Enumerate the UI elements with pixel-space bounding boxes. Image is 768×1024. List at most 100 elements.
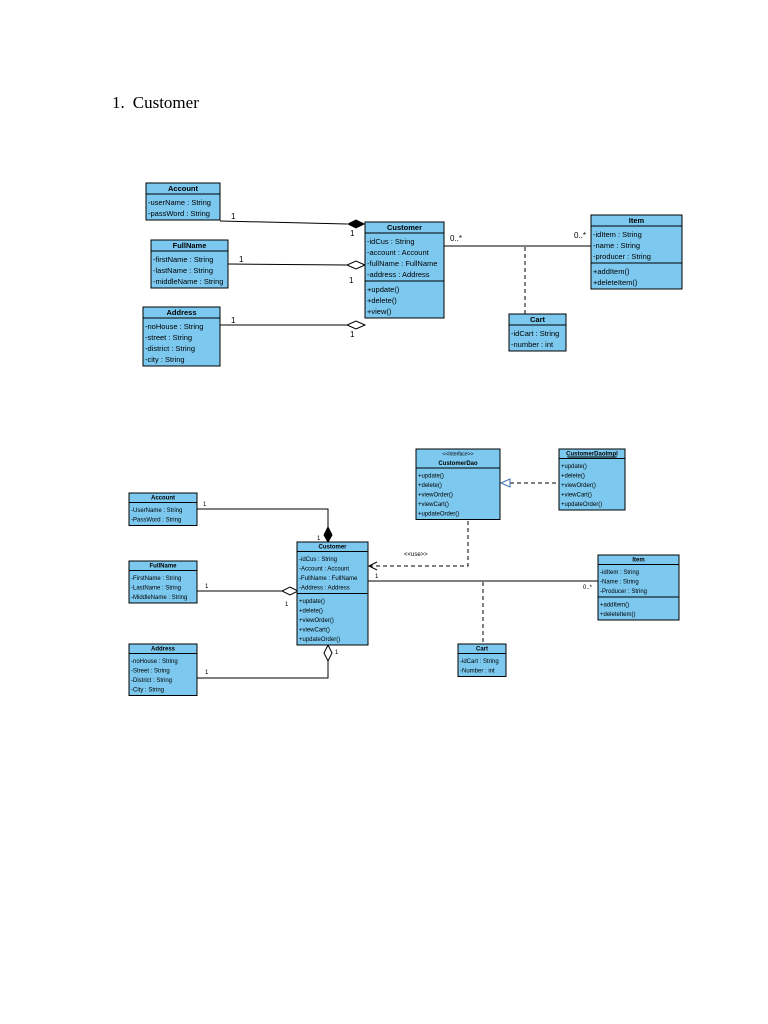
- d2-class-fullname-frame: [128, 560, 198, 604]
- d2-class-customer-operation: +update(): [299, 599, 325, 605]
- d1-class-customer-attribute: -fullName : FullName: [367, 259, 437, 268]
- d2-mult-customer-item: 1: [375, 574, 379, 580]
- d1-class-item-attribute: -name : String: [593, 241, 640, 250]
- d2-class-fullname-attribute: -LastName : String: [131, 586, 181, 592]
- d1-class-fullname-frame: [150, 239, 229, 289]
- d1-class-cart: Cart-idCart : String-number : int: [508, 313, 567, 352]
- d2-class-cart-attribute: -Number : int: [460, 669, 495, 675]
- d1-class-address-title: Address: [166, 308, 196, 317]
- d2-class-customer-attribute: -Address : Address: [299, 586, 350, 592]
- class-boxes: Account-userName : String-passWord : Str…: [128, 182, 683, 696]
- d2-class-customerdaoimpl-operation: +updateOrder(): [561, 502, 602, 508]
- d1-class-address-attribute: -noHouse : String: [145, 322, 203, 331]
- d2-class-customerdao-operation: +delete(): [418, 483, 442, 489]
- d2-class-customerdao-operation: +viewCart(): [418, 502, 449, 508]
- d2-class-customer-operation: +delete(): [299, 609, 323, 615]
- d1-class-fullname-attribute: -firstName : String: [153, 255, 213, 264]
- d1-class-item-operation: +deleteItem(): [593, 278, 638, 287]
- d2-class-customerdaoimpl-operation: +delete(): [561, 474, 585, 480]
- d2-class-cart-title: Cart: [476, 647, 488, 653]
- d1-class-cart-frame: [508, 313, 567, 352]
- section-title: Customer: [132, 93, 199, 112]
- d1-class-address: Address -noHouse : String -street : String…: [142, 306, 221, 367]
- d1-class-cart-title: Cart: [530, 315, 546, 324]
- d2-class-customerdao-operation: +viewOrder(): [418, 493, 453, 499]
- d2-mult-customer-address: 1: [335, 650, 339, 656]
- d2-mult-customer-fullname: 1: [285, 602, 289, 608]
- d1-class-address-attribute: -city : String: [145, 355, 185, 364]
- d1-class-account-frame: [145, 182, 221, 221]
- d1-class-customer-attribute: -address : Address: [367, 270, 430, 279]
- d2-class-account-attribute: -UserName : String: [131, 508, 182, 514]
- d1-mult-customer-item: 0..*: [450, 234, 462, 243]
- d1-class-customer-frame: [364, 221, 445, 319]
- d2-class-customerdao-frame: [415, 448, 501, 520]
- diagram1-connectors: [219, 219, 591, 330]
- d2-class-cart-frame: [457, 643, 507, 677]
- d1-class-cart-attribute: -idCart : String: [511, 329, 559, 338]
- d1-class-customer-operation: +view(): [367, 307, 392, 316]
- d2-aggregation-diamond-fullname: [280, 586, 300, 596]
- d1-class-address-frame: [142, 306, 221, 367]
- d2-use-arrowhead: [367, 561, 378, 571]
- d1-class-item-frame: [590, 214, 683, 290]
- d2-mult-address: 1: [205, 670, 209, 676]
- d2-class-address-attribute: -Street : String: [131, 669, 170, 675]
- d2-class-customer-attribute: -Account : Account: [299, 567, 349, 573]
- d2-class-cart-attribute: -idCart : String: [460, 659, 499, 665]
- section-heading: 1.Customer: [112, 93, 199, 113]
- d2-class-cart: Cart -idCart : String -Number : int: [457, 643, 507, 677]
- d2-class-fullname: FullName -FirstName : String -LastName : S…: [128, 560, 198, 604]
- d1-class-account: Account-userName : String-passWord : Str…: [145, 182, 221, 221]
- d2-class-customerdaoimpl-frame: [558, 448, 626, 511]
- d2-class-fullname-attribute: -FirstName : String: [131, 576, 181, 582]
- d1-account-customer-link: [219, 220, 348, 225]
- d2-class-address-title: Address: [151, 647, 176, 653]
- d2-class-item: Item-idItem : String-Name : String-Produ…: [597, 554, 680, 621]
- d1-aggregation-diamond-fullname: [345, 260, 367, 270]
- diagram1-multiplicities: 1 1 1 1 1 1 0..* 0..*: [231, 212, 586, 339]
- d1-mult-account: 1: [231, 212, 236, 221]
- d2-class-customerdaoimpl-operation: +viewCart(): [561, 493, 592, 499]
- d2-mult-item: 0..*: [583, 585, 593, 591]
- diagram2-multiplicities: 1 1 1 1 1 1 1 0..* <<use>>: [203, 502, 593, 676]
- d2-class-customer-title: Customer: [318, 545, 347, 551]
- d2-class-customerdao-operation: +update(): [418, 474, 444, 480]
- d2-class-customer-operation: +viewOrder(): [299, 618, 334, 624]
- d2-class-customerdaoimpl-operation: +update(): [561, 464, 587, 470]
- d2-address-customer-link: [197, 661, 329, 679]
- d2-class-item-operation: +deleteItem(): [600, 612, 636, 618]
- d2-class-address-frame: [128, 643, 198, 696]
- d2-mult-account: 1: [203, 502, 207, 508]
- d2-class-item-attribute: -idItem : String: [600, 570, 639, 576]
- d2-class-customerdao-stereotype: <<Interface>>: [442, 452, 473, 458]
- d1-class-customer-operation: +delete(): [367, 296, 397, 305]
- d2-class-item-attribute: -Name : String: [600, 580, 639, 586]
- d1-class-item-operation: +addItem(): [593, 267, 630, 276]
- d1-mult-item: 0..*: [574, 231, 586, 240]
- d2-class-customerdao: <<Interface>> CustomerDao +update() +delete…: [415, 448, 501, 520]
- d2-realization-arrowhead: [499, 478, 511, 488]
- d2-class-item-attribute: -Producer : String: [600, 589, 647, 595]
- d1-class-account-attribute: -passWord : String: [148, 209, 210, 218]
- d2-class-address-attribute: -City : String: [131, 688, 164, 694]
- d1-class-customer-attribute: -idCus : String: [367, 237, 415, 246]
- d1-class-fullname-attribute: -middleName : String: [153, 277, 223, 286]
- d1-class-account-title: Account: [168, 184, 199, 193]
- d2-class-account-title: Account: [151, 496, 175, 502]
- d1-class-customer: Customer-idCus : String-account : Accoun…: [364, 221, 445, 319]
- d1-class-customer-operation: +update(): [367, 285, 400, 294]
- d2-class-address-attribute: -noHouse : String: [131, 659, 178, 665]
- d1-mult-customer-account: 1: [350, 229, 355, 238]
- d2-class-fullname-title: FullName: [149, 564, 177, 570]
- d1-class-customer-title: Customer: [387, 223, 422, 232]
- d1-composition-diamond: [346, 219, 366, 229]
- d2-class-customerdao-title: CustomerDao: [438, 461, 478, 467]
- d2-aggregation-diamond-address: [323, 643, 333, 663]
- d1-class-address-attribute: -street : String: [145, 333, 192, 342]
- d1-class-item: Item-idItem : String-name : String-produ…: [590, 214, 683, 290]
- d2-class-address: Address -noHouse : String -Street : String…: [128, 643, 198, 696]
- d2-class-fullname-attribute: -MiddleName : String: [131, 595, 187, 601]
- d2-mult-customer-account: 1: [317, 536, 321, 542]
